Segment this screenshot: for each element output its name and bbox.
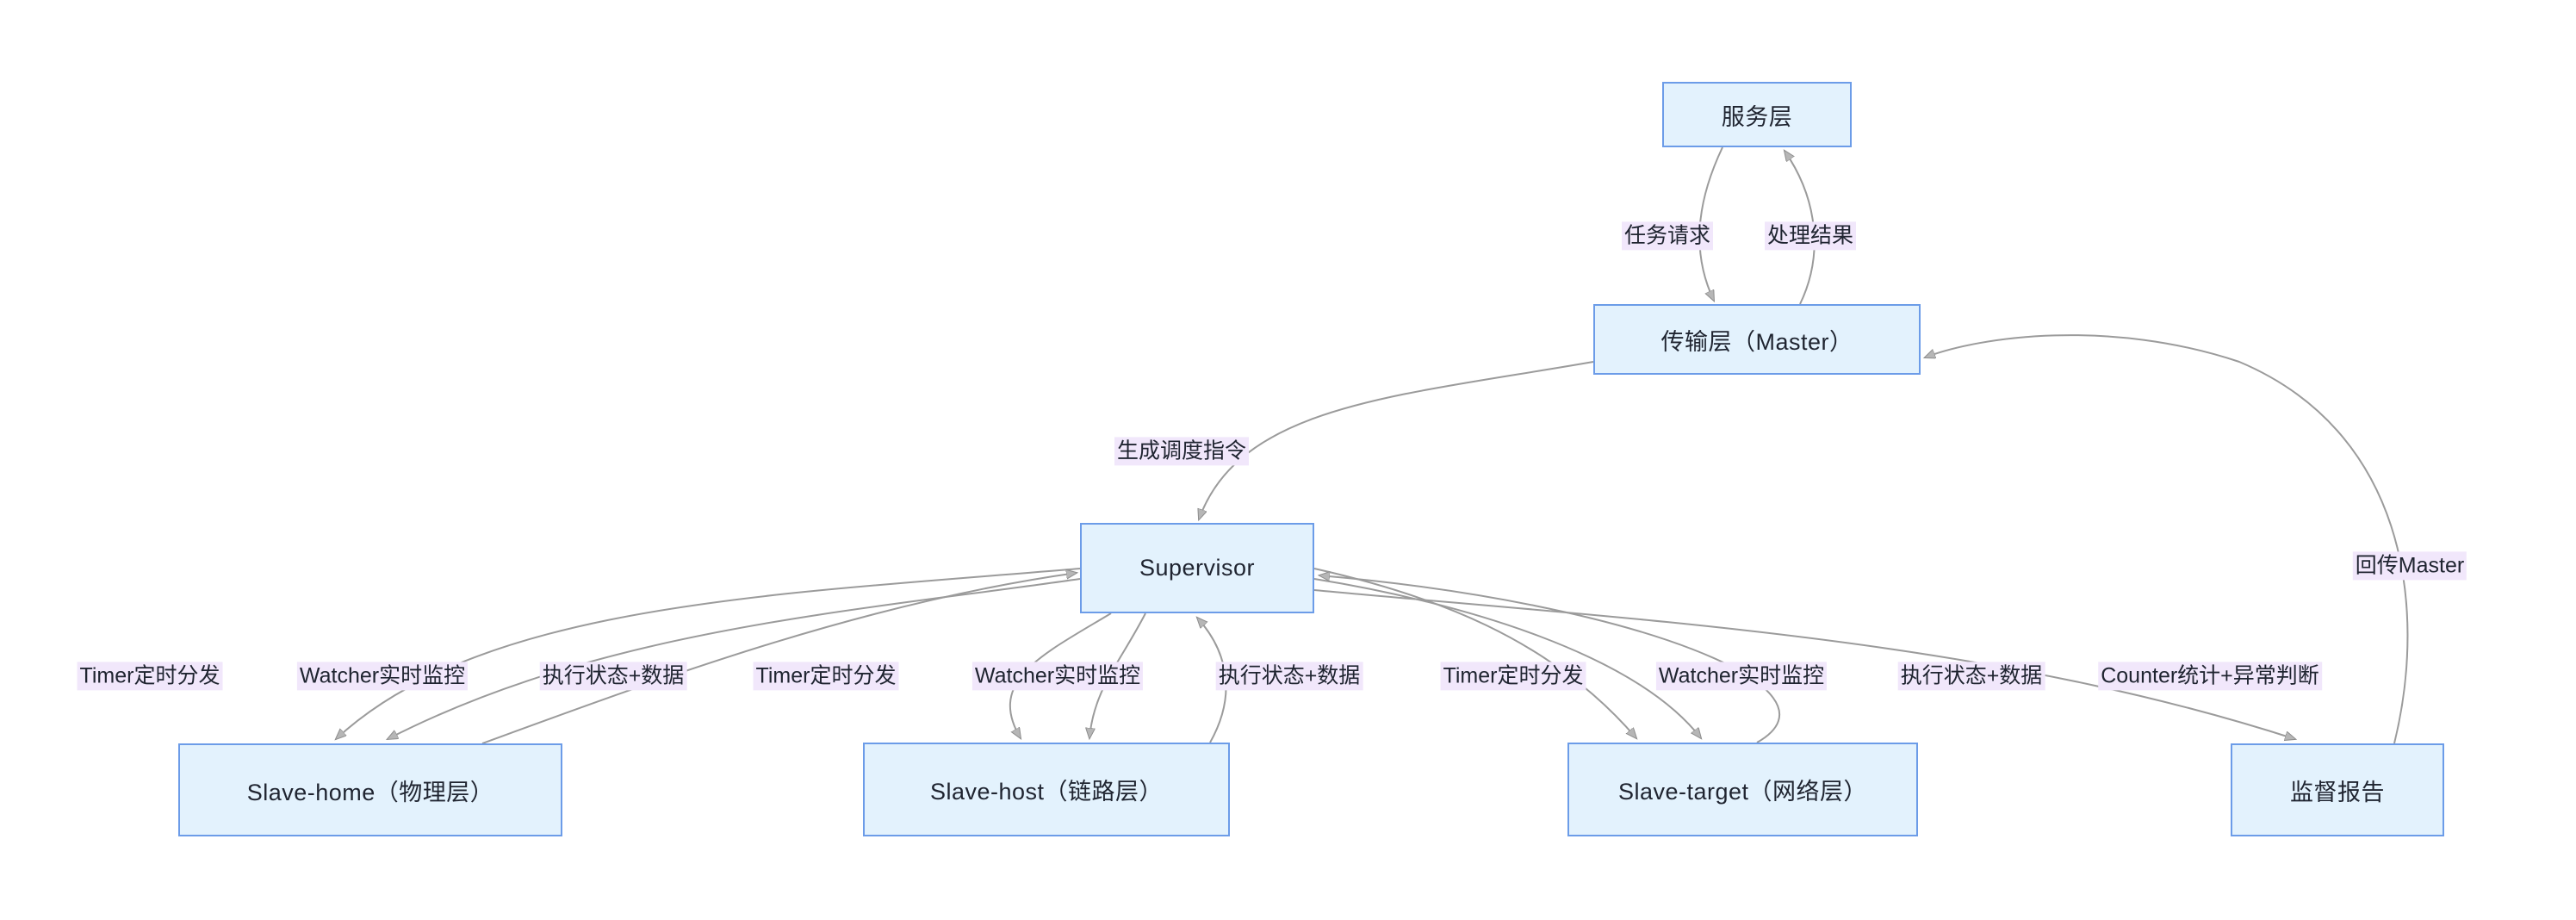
edge-label-watcher-slave-target: Watcher实时监控: [1655, 662, 1828, 691]
edge-slavehome-to-supervisor-status: [481, 573, 1077, 744]
node-service[interactable]: 服务层: [1662, 82, 1852, 147]
edge-label-watcher-slave-home: Watcher实时监控: [296, 662, 469, 691]
node-supervisor-label: Supervisor: [1139, 555, 1256, 581]
node-slave-home[interactable]: Slave-home（物理层）: [178, 743, 562, 836]
edge-master-to-supervisor: [1199, 361, 1594, 519]
edge-label-status-slave-home: 执行状态+数据: [539, 662, 687, 691]
node-transport-master-label: 传输层（Master）: [1660, 328, 1853, 355]
edge-label-counter-report: Counter统计+异常判断: [2098, 662, 2322, 691]
edge-label-task-request: 任务请求: [1621, 221, 1714, 251]
edge-label-watcher-slave-host: Watcher实时监控: [971, 662, 1144, 691]
node-slave-target[interactable]: Slave-target（网络层）: [1567, 743, 1918, 836]
node-supervision-report-label: 监督报告: [2290, 779, 2385, 805]
node-transport-master[interactable]: 传输层（Master）: [1593, 304, 1921, 375]
edge-label-timer-slave-home: Timer定时分发: [77, 662, 223, 691]
node-slave-home-label: Slave-home（物理层）: [246, 779, 494, 805]
edge-label-status-slave-host: 执行状态+数据: [1215, 662, 1363, 691]
edge-label-status-slave-target: 执行状态+数据: [1897, 662, 2045, 691]
edge-report-to-master-return: [1925, 334, 2409, 744]
edge-label-return-master: 回传Master: [2352, 551, 2467, 581]
node-slave-host-label: Slave-host（链路层）: [929, 779, 1164, 805]
edge-label-timer-slave-host: Timer定时分发: [753, 662, 899, 691]
node-slave-host[interactable]: Slave-host（链路层）: [863, 743, 1230, 836]
edge-label-process-result: 处理结果: [1764, 221, 1857, 251]
edge-label-timer-slave-target: Timer定时分发: [1440, 662, 1586, 691]
node-supervisor[interactable]: Supervisor: [1080, 523, 1314, 613]
edge-supervisor-to-report-counter: [1313, 589, 2295, 739]
node-slave-target-label: Slave-target（网络层）: [1617, 779, 1868, 805]
edge-supervisor-to-slavetarget-watcher: [1313, 578, 1701, 738]
node-supervision-report[interactable]: 监督报告: [2231, 743, 2444, 836]
edge-supervisor-to-slavehome-watcher: [388, 578, 1081, 739]
edge-label-generate-schedule: 生成调度指令: [1114, 437, 1250, 466]
node-service-label: 服务层: [1721, 103, 1793, 130]
edge-slavetarget-to-supervisor-status: [1319, 575, 1780, 743]
